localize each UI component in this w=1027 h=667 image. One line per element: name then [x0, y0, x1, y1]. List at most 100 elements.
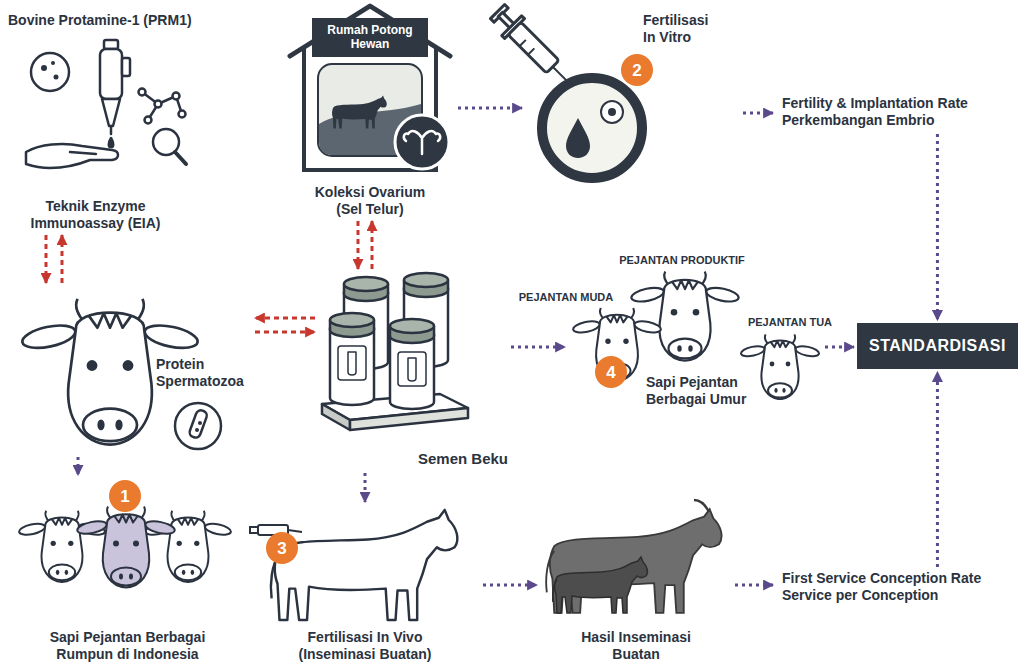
node-caption: Semen Beku: [418, 450, 508, 468]
flow-arrow: [255, 331, 315, 334]
outcome-text: First Service Conception RateService per…: [776, 570, 1016, 606]
callout-number: 1: [120, 488, 129, 505]
flow-arrow: [483, 584, 537, 587]
in-vivo-node: Fertilisasi In Vivo (Inseminasi Buatan): [250, 505, 480, 663]
canister-top: [404, 273, 448, 287]
eia-illustration: [26, 40, 186, 168]
outcome-text: Fertility & Implantation RatePerkembanga…: [776, 95, 1016, 131]
syringe-mark: [528, 48, 534, 54]
ai-result-node: Hasil Inseminasi Buatan: [540, 500, 732, 663]
callout-circle: [109, 480, 141, 512]
tube-icon: [348, 352, 356, 375]
flow-arrow: [743, 112, 773, 115]
hand: [26, 144, 118, 168]
slaughterhouse-illustration: [290, 6, 450, 170]
dish-ring: [542, 78, 642, 178]
inseminated-cow: [271, 510, 458, 620]
flow-arrow: [364, 473, 367, 502]
slaughterhouse-node: Rumah Potong HewanKoleksi Ovarium (Sel T…: [285, 8, 455, 218]
method-panel: Bovine Protamine-1 (PRM1)Teknik Enzyme I…: [8, 12, 213, 232]
outcome-line: Service per Conception: [782, 587, 938, 604]
flow-arrow: [255, 317, 315, 320]
syringe-barrel: [508, 22, 559, 73]
node-caption: Sapi Pejantan Berbagai Rumpun di Indones…: [38, 629, 218, 663]
flow-arrow: [61, 235, 64, 283]
hand-finger: [70, 152, 96, 154]
molecule-atom: [145, 117, 152, 124]
cell-dot: [54, 75, 59, 80]
callout-number: 4: [606, 364, 615, 381]
cell-dot: [51, 61, 55, 65]
culture-dish: [542, 78, 642, 178]
canister-label: [398, 352, 426, 386]
panel-heading: Bovine Protamine-1 (PRM1): [8, 12, 192, 29]
callout-number: 3: [277, 540, 286, 557]
outcome-line: Perkembangan Embrio: [782, 112, 935, 129]
icon-ring: [175, 403, 221, 449]
canister-label: [338, 346, 366, 380]
syringe-needle: [288, 530, 302, 532]
sperm-dot: [195, 428, 199, 432]
tag-label: PEJANTAN PRODUKTIF: [619, 255, 745, 266]
node-caption: Fertilisasi In Vivo (Inseminasi Buatan): [285, 629, 445, 663]
flow-arrow: [511, 346, 565, 349]
productive-bull: [630, 272, 740, 361]
bull-breeds-node: Sapi Pejantan Berbagai Rumpun di Indones…: [15, 478, 240, 663]
tag-label: PEJANTAN TUA: [748, 317, 832, 328]
node-caption: Hasil Inseminasi Buatan: [566, 629, 706, 663]
magnifier-handle: [175, 152, 186, 164]
node-caption: Protein Spermatozoa: [156, 356, 252, 390]
outcome-line: First Service Conception Rate: [782, 570, 981, 587]
standard-box: STANDARDISASI: [857, 323, 1018, 369]
sperm-dot: [198, 421, 202, 425]
house-roof: [290, 6, 450, 56]
node-caption: Fertilisasi In Vitro: [643, 12, 723, 46]
syringe-plunger: [250, 527, 258, 533]
standard-text: STANDARDISASI: [869, 336, 1006, 355]
canister-top: [344, 277, 388, 291]
tag-label: PEJANTAN MUDA: [519, 292, 614, 303]
connector-group: [46, 108, 937, 585]
test-tube: [188, 409, 208, 439]
tube-icon: [408, 358, 416, 381]
pipette-button: [104, 40, 118, 49]
molecule-atom: [139, 89, 146, 96]
bull-head-node: Protein Spermatozoa: [20, 286, 252, 454]
pallet-front: [350, 408, 468, 430]
petri-dish: [31, 53, 69, 91]
flow-arrow: [458, 107, 522, 110]
flow-arrow: [45, 235, 48, 283]
egg-cell: [601, 101, 623, 123]
flow-arrow: [936, 134, 939, 320]
canister-body: [330, 328, 374, 405]
pipette-lever: [122, 58, 130, 76]
pipette-tip: [110, 126, 113, 134]
old-bull: [740, 334, 820, 399]
cell-dot: [41, 65, 47, 71]
canister-top: [390, 319, 434, 333]
field-cow: [331, 95, 387, 128]
semen-drop: [566, 118, 590, 158]
molecule-atom: [155, 101, 162, 108]
egg-nucleus: [608, 108, 616, 116]
calf: [553, 557, 648, 613]
drop: [109, 138, 114, 147]
ovary-badge: [395, 115, 449, 169]
flow-arrow: [825, 346, 854, 349]
pipette-body: [100, 49, 122, 99]
cow-horn: [694, 500, 709, 512]
pipette-cone: [102, 99, 120, 126]
ovary-icon: [404, 131, 440, 154]
callout-circle: [266, 532, 298, 564]
frozen-semen-node: Semen Beku: [318, 272, 508, 470]
flow-arrow: [371, 221, 374, 269]
molecule-atom: [179, 111, 186, 118]
dark-label: Rumah Potong Hewan: [312, 18, 428, 57]
breed-bull: [76, 507, 176, 588]
flow-arrow: [735, 584, 773, 587]
molecule-atom: [173, 93, 180, 100]
callout-circle: [595, 356, 627, 388]
node-caption: Koleksi Ovarium (Sel Telur): [300, 184, 440, 218]
callout-number: 2: [632, 62, 641, 79]
